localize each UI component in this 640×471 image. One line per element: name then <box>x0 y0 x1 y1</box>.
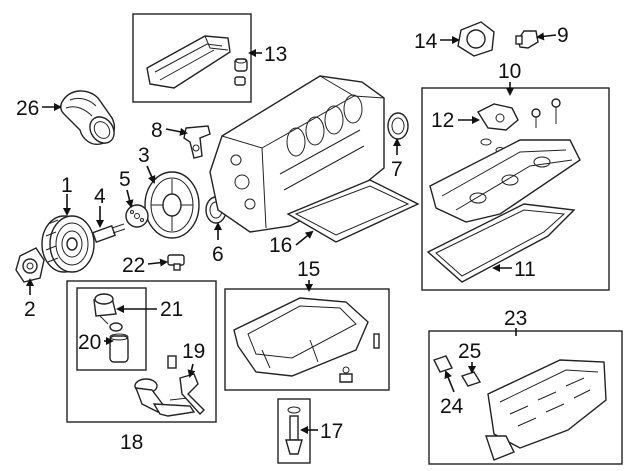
callout-16: 16 <box>269 234 292 257</box>
callout-5: 5 <box>119 168 131 191</box>
callout-10: 10 <box>498 60 521 83</box>
box-13-engine-cover-kit <box>132 13 252 103</box>
clip-part-25 <box>460 371 482 387</box>
box-20-21-filter-subgroup <box>76 287 147 371</box>
oil-pan-part-15 <box>233 297 369 377</box>
bolt-part-4 <box>91 223 126 244</box>
callout-9: 9 <box>557 24 569 47</box>
filter-seal-part-20 <box>109 322 123 332</box>
callout-21: 21 <box>160 298 183 321</box>
callout-19: 19 <box>182 340 205 363</box>
drain-plug <box>339 366 353 383</box>
callout-8: 8 <box>151 119 163 142</box>
callout-25: 25 <box>458 340 481 363</box>
box-10-valve-cover-kit <box>421 87 610 291</box>
callout-24: 24 <box>440 395 464 418</box>
bolt-small <box>531 108 541 128</box>
intake-hose-part-26 <box>59 90 116 145</box>
washer-part-5 <box>125 204 149 228</box>
gasket-part-16 <box>286 179 420 243</box>
callout-12: 12 <box>431 109 454 132</box>
callout-1: 1 <box>61 174 73 197</box>
harmonic-balancer-part-1 <box>41 215 95 273</box>
cover-grommet-part <box>234 58 248 86</box>
box-23-engine-acoustic-cover <box>428 330 623 465</box>
engine-cover-part-13 <box>146 35 231 89</box>
box-18-oil-filter-kit <box>66 280 217 423</box>
acoustic-cover-part-23 <box>485 359 607 461</box>
callout-26: 26 <box>16 97 39 120</box>
bolt-stud <box>551 98 561 124</box>
callout-22: 22 <box>122 254 145 277</box>
sensor-part-8 <box>183 125 211 159</box>
callout-11: 11 <box>514 258 536 281</box>
callout-18: 18 <box>120 431 143 454</box>
callout-2: 2 <box>24 298 36 321</box>
valve-cover-gasket-part-11 <box>426 203 576 283</box>
callout-3: 3 <box>138 144 150 167</box>
callout-14: 14 <box>414 30 438 53</box>
gasket-part-14 <box>457 21 495 57</box>
leader-lines <box>26 32 557 434</box>
oil-pan-dowel <box>373 333 380 349</box>
sensor-part-9 <box>515 30 539 49</box>
callout-23: 23 <box>504 307 527 330</box>
sensor-part-22 <box>167 254 185 271</box>
callout-4: 4 <box>94 185 106 208</box>
callout-6: 6 <box>212 243 224 266</box>
callout-17: 17 <box>320 420 343 443</box>
actuator-part-12 <box>476 103 519 131</box>
filter-element-part-20 <box>109 333 129 363</box>
callout-20: 20 <box>78 331 101 354</box>
fitting-part-2 <box>15 247 45 283</box>
filter-cap-part-21 <box>93 293 117 325</box>
callout-numbers: 1 2 3 4 5 6 7 8 9 10 11 12 13 14 15 16 1… <box>16 24 569 454</box>
clip-part-24 <box>433 355 453 373</box>
callout-7: 7 <box>391 158 403 181</box>
seal-part-7 <box>387 112 409 140</box>
valve-cover <box>429 139 581 223</box>
dipstick-tube-part-17 <box>277 398 311 464</box>
pulley-part-3 <box>144 171 200 239</box>
callout-15: 15 <box>297 258 320 281</box>
callout-13: 13 <box>264 43 287 66</box>
